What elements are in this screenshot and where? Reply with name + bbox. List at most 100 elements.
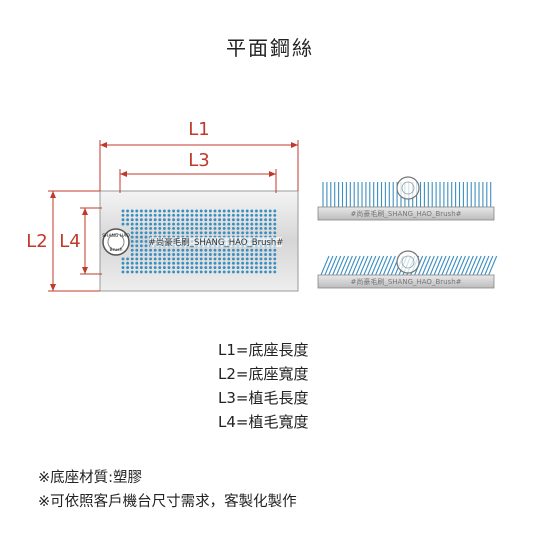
bristle-dot [181, 261, 185, 265]
bristle-dot [181, 257, 185, 261]
bristle-dot [268, 270, 272, 274]
bristle-dot [153, 222, 157, 226]
dimension-l1-label: L1 [188, 119, 209, 140]
bristle-dot [250, 257, 254, 261]
bristle-dot [254, 222, 258, 226]
bristle-dot [254, 248, 258, 252]
bristle-dot [149, 257, 153, 261]
bristle-dot [172, 222, 176, 226]
bristle-dot [149, 270, 153, 274]
bristle-dot [139, 248, 143, 252]
slanted-bristle [363, 255, 373, 276]
bristle-dot [158, 209, 162, 213]
bristle-dot [264, 253, 268, 256]
slanted-bristle [320, 255, 330, 276]
bristle-dot [213, 261, 217, 265]
bristle-dot [204, 213, 208, 217]
bristle-dot [195, 218, 199, 222]
bristle-dot [181, 222, 185, 226]
bristle-dot [139, 253, 143, 256]
bristle-dot [273, 218, 277, 222]
bristle-dot [167, 248, 171, 252]
bristle-dot [135, 257, 139, 261]
dimension-l4-label: L4 [59, 231, 80, 252]
bristle-dot [264, 218, 268, 222]
bristle-dot [185, 253, 189, 256]
bristle-dot [126, 213, 130, 217]
bristle-dot [139, 226, 143, 230]
bristle-dot [139, 244, 143, 248]
bristle-dot [144, 244, 148, 248]
slanted-bristle [336, 255, 346, 276]
side-watermark-2: #尚豪毛刷_SHANG_HAO_Brush# [350, 277, 461, 286]
slanted-bristle [464, 255, 474, 276]
bristle-dot [241, 213, 245, 217]
bristle-dot [195, 209, 199, 213]
bristle-dot [172, 231, 176, 235]
bristle-dot [135, 270, 139, 274]
bristle-dot [213, 231, 217, 235]
bristle-dot [139, 213, 143, 217]
bristle-dot [139, 231, 143, 235]
bristle-dot [259, 248, 263, 252]
bristle-dot [204, 253, 208, 256]
bristle-dot [218, 248, 222, 252]
bristle-dot [153, 209, 157, 213]
bristle-dot [245, 261, 249, 265]
watermark-text: #尚豪毛刷_SHANG_HAO_Brush# [149, 237, 284, 248]
bristle-dot [135, 261, 139, 265]
bristle-dot [231, 222, 235, 226]
bristle-dot [135, 222, 139, 226]
bristle-dot [213, 266, 217, 270]
bristle-dot [208, 253, 212, 256]
bristle-dot [190, 253, 194, 256]
bristle-dot [204, 261, 208, 265]
bristle-dot [162, 222, 166, 226]
bristle-dot [199, 257, 203, 261]
slanted-bristle [328, 255, 338, 276]
bristle-dot [144, 218, 148, 222]
bristle-dot [139, 261, 143, 265]
bristle-dot [264, 248, 268, 252]
slanted-bristle [488, 255, 498, 276]
bristle-dot [162, 253, 166, 256]
bristle-dot [199, 209, 203, 213]
bristle-dot [227, 257, 231, 261]
bristle-dot [254, 257, 258, 261]
bristle-dot [158, 257, 162, 261]
bristle-dot [241, 222, 245, 226]
bristle-dot [273, 209, 277, 213]
bristle-dot [149, 222, 153, 226]
bristle-dot [231, 257, 235, 261]
bristle-dot [149, 226, 153, 230]
bristle-dot [185, 257, 189, 261]
bristle-dot [176, 257, 180, 261]
bristle-dot [185, 226, 189, 230]
bristle-dot [254, 253, 258, 256]
bristle-dot [130, 222, 134, 226]
bristle-dot [135, 244, 139, 248]
bristle-dot [162, 261, 166, 265]
bristle-dot [153, 270, 157, 274]
slanted-bristle [441, 255, 451, 276]
bristle-dot [241, 231, 245, 235]
bristle-dot [259, 213, 263, 217]
bristle-dot [185, 213, 189, 217]
bristle-dot [227, 231, 231, 235]
bristle-dot [259, 209, 263, 213]
bristle-dot [218, 213, 222, 217]
bristle-dot [231, 209, 235, 213]
bristle-dot [139, 270, 143, 274]
bristle-dot [245, 248, 249, 252]
bristle-dot [222, 270, 226, 274]
bristle-dot [185, 248, 189, 252]
bristle-dot [149, 218, 153, 222]
bristle-dot [176, 253, 180, 256]
bristle-dot [250, 222, 254, 226]
bristle-dot [218, 222, 222, 226]
bristle-dot [144, 270, 148, 274]
bristle-dot [162, 226, 166, 230]
bristle-dot [231, 213, 235, 217]
bristle-dot [176, 266, 180, 270]
bristle-dot [218, 209, 222, 213]
